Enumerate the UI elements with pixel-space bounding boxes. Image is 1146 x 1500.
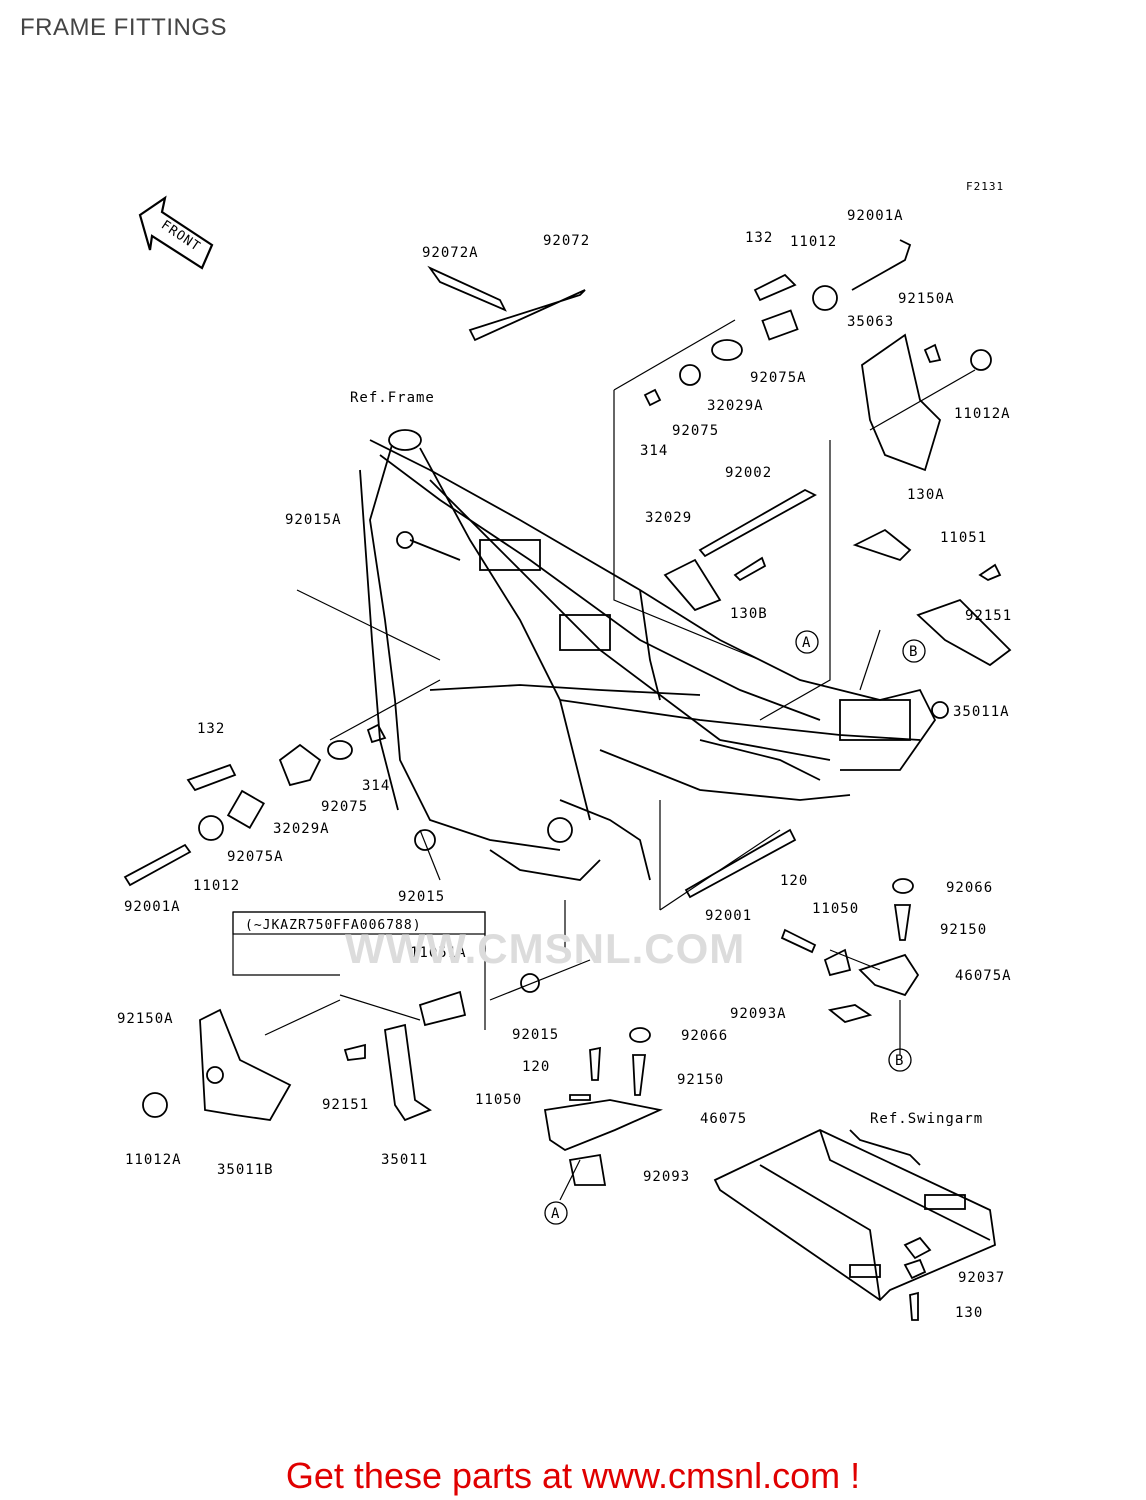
part-label: 92150A xyxy=(898,291,955,307)
part-label: 32029 xyxy=(645,510,692,526)
part-label: 35011A xyxy=(953,704,1010,720)
part-label: 92015A xyxy=(285,512,342,528)
part-label: 92150 xyxy=(677,1072,724,1088)
front-arrow-icon: FRONT xyxy=(138,195,214,270)
part-label: 130B xyxy=(730,606,768,622)
part-label: 92075A xyxy=(750,370,807,386)
part-label: 314 xyxy=(362,778,390,794)
part-label: 11050 xyxy=(475,1092,522,1108)
part-label: 92037 xyxy=(958,1270,1005,1286)
part-label: 130A xyxy=(907,487,945,503)
part-label: 130 xyxy=(955,1305,983,1321)
part-label: 132 xyxy=(197,721,225,737)
callout-circle-b-bottom xyxy=(888,1048,912,1072)
part-label: 92075 xyxy=(672,423,719,439)
part-label: 120 xyxy=(522,1059,550,1075)
swingarm-drawing xyxy=(713,1129,996,1302)
ref-swingarm-label: Ref.Swingarm xyxy=(870,1111,983,1127)
part-label: 92066 xyxy=(681,1028,728,1044)
part-label: 92093A xyxy=(730,1006,787,1022)
part-label: 92001A xyxy=(124,899,181,915)
leader-lines xyxy=(232,319,976,1201)
part-label: 11051A xyxy=(410,945,467,961)
part-label: 92015 xyxy=(512,1027,559,1043)
part-label: 46075 xyxy=(700,1111,747,1127)
page-title: FRAME FITTINGS xyxy=(20,14,227,41)
frame-drawing xyxy=(359,429,949,881)
figure-code: F2131 xyxy=(966,180,1004,193)
part-label: 11012 xyxy=(790,234,837,250)
part-label: 314 xyxy=(640,443,668,459)
callout-circle-a-bottom xyxy=(544,1201,568,1225)
part-label: 35011B xyxy=(217,1162,274,1178)
part-labels: 92072A 92072 132 11012 92001A 92150A 350… xyxy=(117,208,1012,1321)
callout-circle-b-top xyxy=(902,639,926,663)
part-label: 92072A xyxy=(422,245,479,261)
part-label: 11012 xyxy=(193,878,240,894)
part-label: 11051 xyxy=(940,530,987,546)
part-label: 92001 xyxy=(705,908,752,924)
part-label: 92150 xyxy=(940,922,987,938)
part-label: 92151 xyxy=(965,608,1012,624)
serial-note-box xyxy=(232,911,486,935)
part-label: 92015 xyxy=(398,889,445,905)
part-label: 11012A xyxy=(125,1152,182,1168)
part-label: 92066 xyxy=(946,880,993,896)
part-label: 92093 xyxy=(643,1169,690,1185)
cta-link[interactable]: Get these parts at www.cmsnl.com ! xyxy=(285,1455,861,1496)
serial-note: (~JKAZR750FFA006788) xyxy=(245,918,422,933)
part-label: 11050 xyxy=(812,901,859,917)
part-label: 92072 xyxy=(543,233,590,249)
part-label: 132 xyxy=(745,230,773,246)
part-label: 120 xyxy=(780,873,808,889)
callout-a-top: A xyxy=(802,635,811,651)
part-label: 32029A xyxy=(273,821,330,837)
callout-circle-a-top xyxy=(795,630,819,654)
part-label: 92150A xyxy=(117,1011,174,1027)
part-label: 35011 xyxy=(381,1152,428,1168)
callout-b-top: B xyxy=(909,644,918,660)
watermark: WWW.CMSNL.COM xyxy=(345,925,746,972)
part-label: 92075 xyxy=(321,799,368,815)
part-label: 92001A xyxy=(847,208,904,224)
part-label: 92151 xyxy=(322,1097,369,1113)
ref-frame-label: Ref.Frame xyxy=(350,390,435,406)
part-label: 92002 xyxy=(725,465,772,481)
part-label: 46075A xyxy=(955,968,1012,984)
callout-a-bottom: A xyxy=(551,1206,560,1222)
part-label: 32029A xyxy=(707,398,764,414)
callout-b-bottom: B xyxy=(895,1053,904,1069)
part-label: 35063 xyxy=(847,314,894,330)
part-sketches xyxy=(123,239,1012,1321)
part-label: 11012A xyxy=(954,406,1011,422)
part-label: 92075A xyxy=(227,849,284,865)
